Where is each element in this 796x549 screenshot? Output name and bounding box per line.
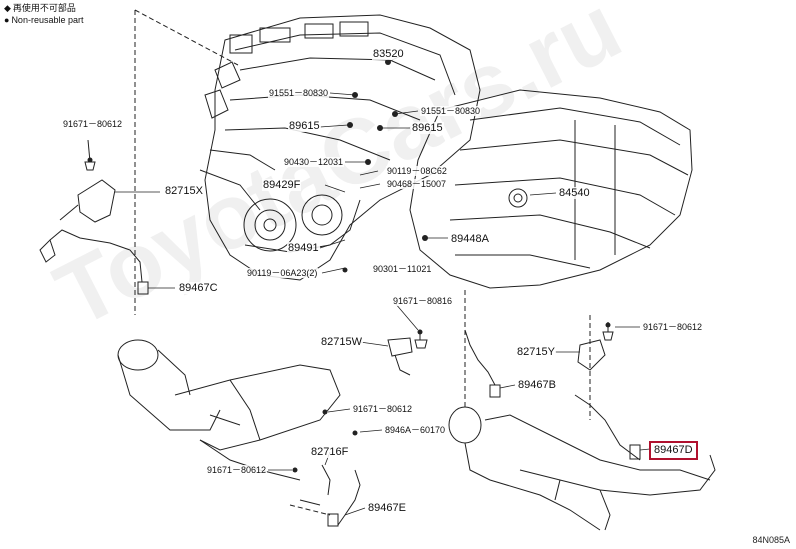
part-label-89467e[interactable]: 89467E: [367, 502, 407, 514]
leader-lines: [115, 54, 651, 516]
part-label-91671-80612-right[interactable]: 91671－80612: [642, 322, 704, 332]
part-label-82715y[interactable]: 82715Y: [516, 346, 556, 358]
legend-en-text: Non-reusable part: [11, 15, 84, 25]
engine-assembly: [199, 14, 481, 281]
part-label-84540[interactable]: 84540: [558, 187, 591, 199]
fastener-markers: [87, 59, 611, 473]
sensor-harness-right: [577, 322, 614, 371]
reference-dashed-lines: [134, 9, 591, 516]
part-label-83520[interactable]: 83520: [372, 48, 405, 60]
catalytic-converter-right: [448, 394, 716, 531]
legend-line-jp: ◆再使用不可部品: [4, 3, 76, 14]
part-label-90119-08c62[interactable]: 90119－08C62: [386, 166, 448, 176]
sensor-harness-bottom: [299, 464, 361, 527]
part-label-89467b[interactable]: 89467B: [517, 379, 557, 391]
part-label-91671-80612-bottom-left[interactable]: 91671－80612: [206, 465, 268, 475]
part-label-8946a-60170[interactable]: 8946A－60170: [384, 425, 447, 435]
catalytic-converter-left: [117, 339, 341, 481]
part-label-89467d-highlighted[interactable]: 89467D: [649, 441, 698, 460]
part-label-89467c[interactable]: 89467C: [178, 282, 219, 294]
filled-circle-icon: ●: [4, 15, 10, 25]
transmission-assembly: [409, 89, 693, 289]
part-label-91671-80816[interactable]: 91671－80816: [392, 296, 454, 306]
part-label-91671-80612-middle[interactable]: 91671－80612: [352, 404, 414, 414]
part-label-89429f[interactable]: 89429F: [262, 179, 302, 191]
diagram-code: 84N085A: [752, 535, 790, 545]
part-label-90119-06a23[interactable]: 90119－06A23(2): [246, 268, 319, 278]
legend-line-en: ●Non-reusable part: [4, 15, 83, 26]
part-label-82715w[interactable]: 82715W: [320, 336, 363, 348]
part-label-89615-b[interactable]: 89615: [411, 122, 444, 134]
part-label-90468-15007[interactable]: 90468－15007: [386, 179, 448, 189]
sensor-harness-left: [39, 139, 149, 295]
legend-jp-text: 再使用不可部品: [12, 3, 76, 13]
part-label-90430-12031[interactable]: 90430－12031: [283, 157, 345, 167]
part-label-82716f[interactable]: 82716F: [310, 446, 350, 458]
part-label-91551-80830-b[interactable]: 91551－80830: [420, 106, 482, 116]
part-label-89615-a[interactable]: 89615: [288, 120, 321, 132]
part-label-91671-80612-top-left[interactable]: 91671－80612: [62, 119, 124, 129]
part-label-82715x[interactable]: 82715X: [164, 185, 204, 197]
diamond-icon: ◆: [4, 3, 11, 13]
part-label-91551-80830-a[interactable]: 91551－80830: [268, 88, 330, 98]
part-label-89448a[interactable]: 89448A: [450, 233, 490, 245]
part-label-90301-11021[interactable]: 90301－11021: [372, 264, 433, 274]
part-label-89491[interactable]: 89491: [287, 242, 320, 254]
sensor-harness-center: [387, 329, 501, 398]
